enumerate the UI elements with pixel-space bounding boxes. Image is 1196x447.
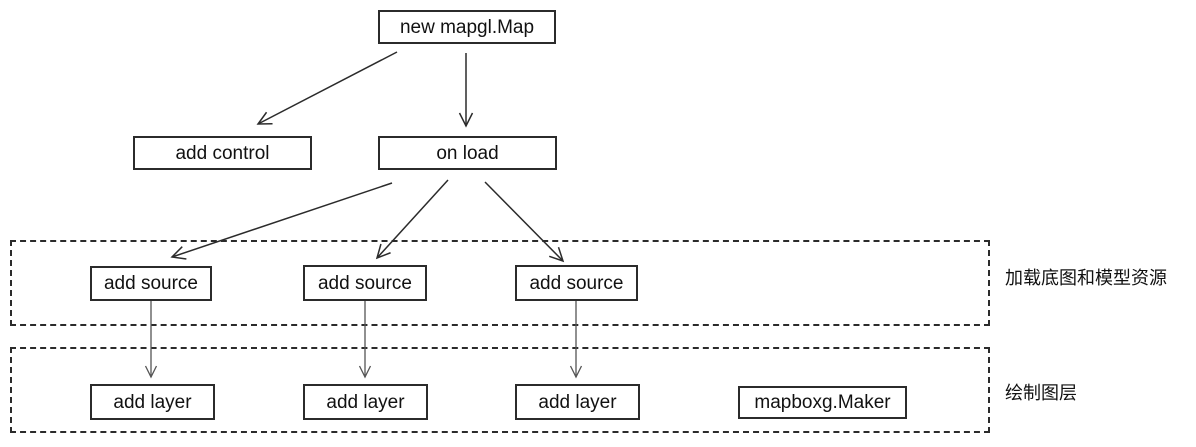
- edge-onload-addsource1: [170, 182, 393, 260]
- edge-onload-addsource3: [484, 181, 565, 263]
- edge-newmap-addcontrol: [256, 51, 398, 125]
- edge-onload-addsource2: [375, 179, 449, 260]
- node-add-layer-2: add layer: [303, 384, 428, 420]
- node-mapboxg-maker: mapboxg.Maker: [738, 386, 907, 419]
- region-draw-layers: [10, 347, 990, 433]
- node-add-source-3: add source: [515, 265, 638, 301]
- region-label-draw-layers: 绘制图层: [1005, 383, 1077, 403]
- node-add-source-1: add source: [90, 266, 212, 301]
- node-add-control: add control: [133, 136, 312, 170]
- node-add-layer-1: add layer: [90, 384, 215, 420]
- node-new-mapgl-map: new mapgl.Map: [378, 10, 556, 44]
- node-add-layer-3: add layer: [515, 384, 640, 420]
- region-label-load-resources: 加载底图和模型资源: [1005, 268, 1167, 288]
- node-add-source-2: add source: [303, 265, 427, 301]
- node-on-load: on load: [378, 136, 557, 170]
- region-load-resources: [10, 240, 990, 326]
